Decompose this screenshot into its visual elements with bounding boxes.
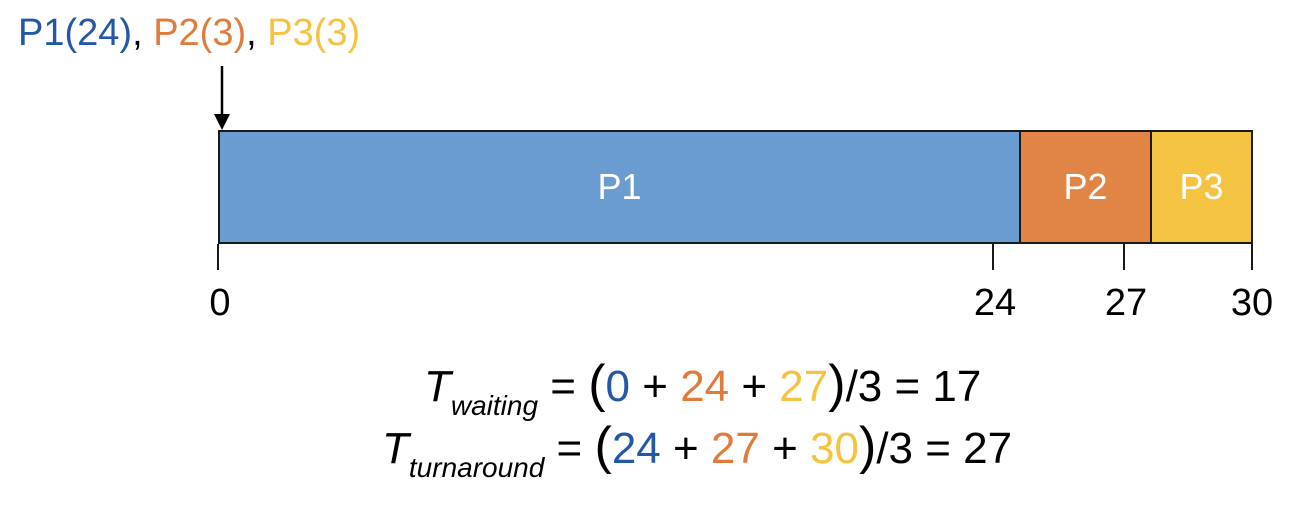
open-paren: ( [588,355,606,413]
plus: + [759,424,811,473]
waiting-p1: 0 [605,362,631,411]
gantt-segment-p3: P3 [1150,132,1251,242]
turnaround-p3: 30 [810,424,859,473]
turnaround-time-formula: Tturnaround = (24 + 27 + 30)/3 = 27 [382,420,1012,494]
formula-subscript: waiting [450,390,539,421]
plus: + [660,424,711,473]
p1-arrival-label: P1(24) [18,12,133,54]
close-paren: ) [858,417,877,475]
open-paren: ( [594,417,612,475]
gantt-segment-p2: P2 [1019,132,1150,242]
time-label-0: 0 [209,282,231,324]
turnaround-p1: 24 [611,424,661,473]
plus: + [630,362,681,411]
gantt-segment-p1: P1 [220,132,1019,242]
formula-symbol: T [424,362,451,411]
turnaround-result: /3 = 27 [876,424,1013,473]
turnaround-p2: 27 [710,424,760,473]
time-label-27: 27 [1104,282,1148,324]
segment-label-p2: P2 [1063,166,1108,207]
segment-label-p3: P3 [1179,166,1224,207]
time-label-30: 30 [1230,282,1274,324]
formula-subscript: turnaround [408,452,545,483]
time-tick [1251,244,1253,270]
waiting-p3: 27 [779,362,829,411]
formula-symbol: T [382,424,409,473]
waiting-time-formula: Twaiting = (0 + 24 + 27)/3 = 17 [424,358,981,432]
separator: , [246,12,268,54]
p2-arrival-label: P2(3) [153,12,247,54]
time-label-24: 24 [973,282,1017,324]
p3-arrival-label: P3(3) [267,12,361,54]
arrival-order-header: P1(24), P2(3), P3(3) [18,10,360,56]
separator: , [132,12,154,54]
waiting-p2: 24 [680,362,730,411]
time-tick [217,244,219,270]
plus: + [729,362,780,411]
segment-label-p1: P1 [597,166,642,207]
equals: = [544,424,595,473]
waiting-result: /3 = 17 [845,362,982,411]
gantt-chart: P1 P2 P3 [218,130,1253,244]
equals: = [538,362,589,411]
time-tick [1123,244,1125,270]
close-paren: ) [828,355,846,413]
time-tick [992,244,994,270]
